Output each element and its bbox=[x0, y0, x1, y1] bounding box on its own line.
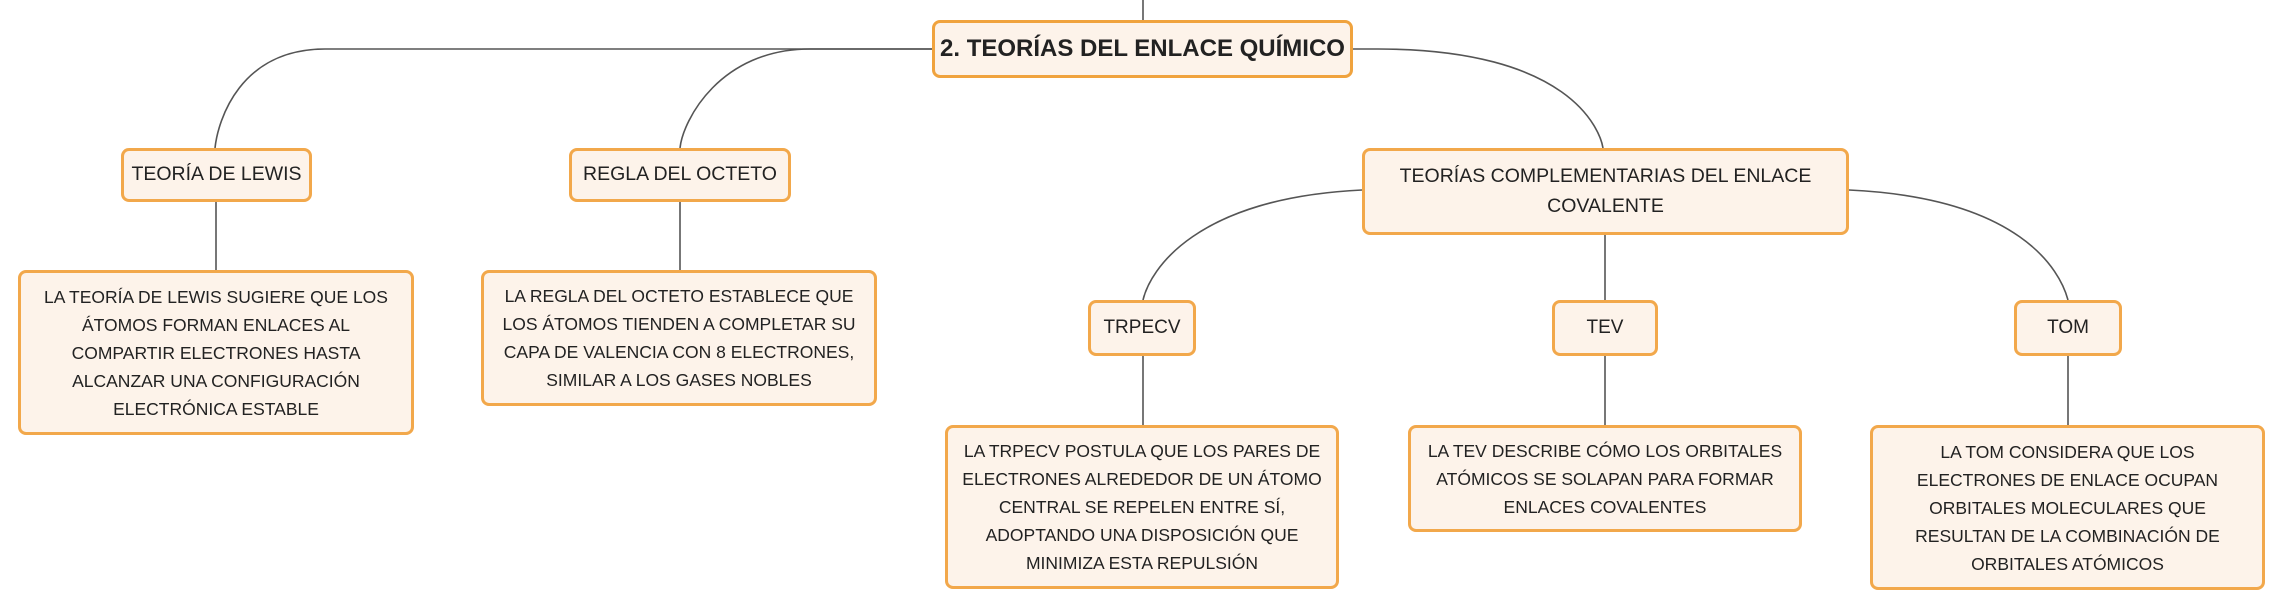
description-lewis-text: LA TEORÍA DE LEWIS SUGIERE QUE LOS ÁTOMO… bbox=[44, 286, 388, 419]
topic-trpecv[interactable]: TRPECV bbox=[1088, 300, 1196, 356]
topic-tev[interactable]: TEV bbox=[1552, 300, 1658, 356]
topic-trpecv-label: TRPECV bbox=[1103, 316, 1181, 338]
topic-octeto[interactable]: REGLA DEL OCTETO bbox=[569, 148, 791, 202]
description-tom-text: LA TOM CONSIDERA QUE LOS ELECTRONES DE E… bbox=[1915, 441, 2220, 574]
topic-complementarias[interactable]: TEORÍAS COMPLEMENTARIAS DEL ENLACE COVAL… bbox=[1362, 148, 1849, 235]
topic-lewis-label: TEORÍA DE LEWIS bbox=[131, 163, 302, 186]
topic-lewis[interactable]: TEORÍA DE LEWIS bbox=[121, 148, 312, 202]
root-topic[interactable]: 2. TEORÍAS DEL ENLACE QUÍMICO bbox=[932, 20, 1353, 78]
topic-tom[interactable]: TOM bbox=[2014, 300, 2122, 356]
topic-complementarias-label: TEORÍAS COMPLEMENTARIAS DEL ENLACE COVAL… bbox=[1399, 165, 1812, 217]
description-trpecv[interactable]: LA TRPECV POSTULA QUE LOS PARES DE ELECT… bbox=[945, 425, 1339, 589]
description-tom[interactable]: LA TOM CONSIDERA QUE LOS ELECTRONES DE E… bbox=[1870, 425, 2265, 590]
description-octeto[interactable]: LA REGLA DEL OCTETO ESTABLECE QUE LOS ÁT… bbox=[481, 270, 877, 406]
topic-tom-label: TOM bbox=[2047, 316, 2089, 338]
topic-tev-label: TEV bbox=[1586, 316, 1624, 338]
root-topic-label: 2. TEORÍAS DEL ENLACE QUÍMICO bbox=[940, 35, 1345, 62]
connector-comp-trpecv bbox=[1142, 189, 1363, 301]
description-tev[interactable]: LA TEV DESCRIBE CÓMO LOS ORBITALES ATÓMI… bbox=[1408, 425, 1802, 532]
connector-root-complementarias bbox=[1353, 48, 1604, 149]
topic-octeto-label: REGLA DEL OCTETO bbox=[583, 163, 777, 186]
description-octeto-text: LA REGLA DEL OCTETO ESTABLECE QUE LOS ÁT… bbox=[502, 286, 856, 390]
connector-comp-tom bbox=[1848, 189, 2069, 301]
description-lewis[interactable]: LA TEORÍA DE LEWIS SUGIERE QUE LOS ÁTOMO… bbox=[18, 270, 414, 435]
description-tev-text: LA TEV DESCRIBE CÓMO LOS ORBITALES ATÓMI… bbox=[1427, 440, 1783, 517]
description-trpecv-text: LA TRPECV POSTULA QUE LOS PARES DE ELECT… bbox=[962, 441, 1322, 573]
connector-root-lewis bbox=[214, 48, 932, 149]
connector-root-octeto bbox=[679, 48, 932, 149]
